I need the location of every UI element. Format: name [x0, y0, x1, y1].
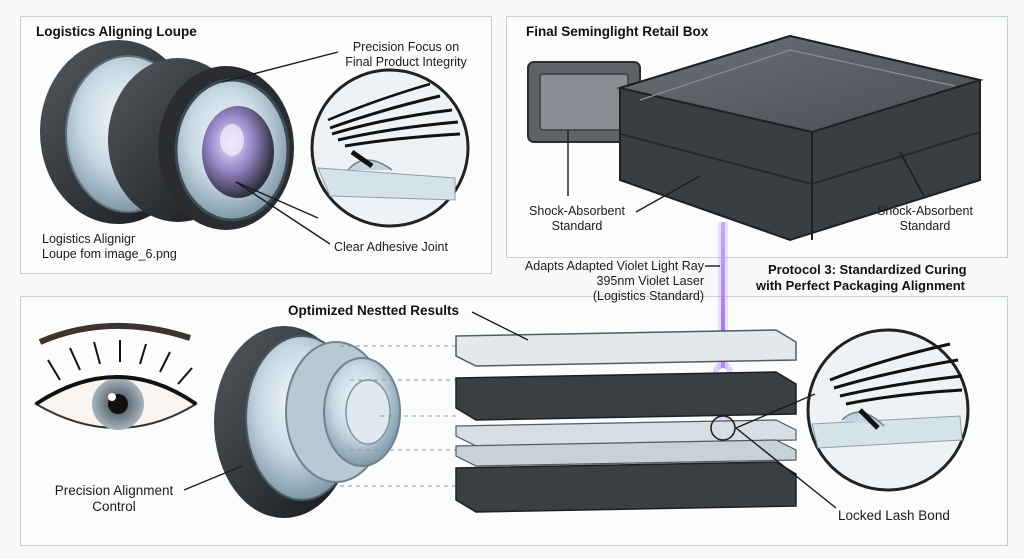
- label-shock-left-line1: Shock-Absorbent: [529, 204, 625, 218]
- label-precision-alignment-line1: Precision Alignment: [54, 483, 174, 498]
- lash-closeup-bottom-icon: [806, 328, 970, 492]
- label-source-line2: Loupe fom image_6.png: [42, 247, 177, 261]
- label-clear-adhesive-joint: Clear Adhesive Joint: [334, 240, 448, 254]
- protocol-title-line2: with Perfect Packaging Alignment: [756, 278, 966, 293]
- label-locked-lash-bond: Locked Lash Bond: [838, 508, 950, 523]
- leader-lines-bottom: [183, 311, 837, 509]
- alignment-guides: [340, 345, 456, 487]
- eye-icon: [34, 322, 198, 430]
- stacked-layers-icon: [455, 329, 797, 513]
- lash-closeup-icon: [310, 68, 470, 228]
- label-precision-focus-line1: Precision Focus on: [352, 40, 460, 54]
- label-precision-focus-line2: Final Product Integrity: [345, 55, 467, 69]
- label-precision-alignment-line2: Control: [92, 499, 136, 514]
- label-shock-right-line2: Standard: [899, 219, 951, 233]
- label-source-line1: Logistics Alignigг: [42, 232, 136, 246]
- leader-lines-top-right: [567, 130, 925, 213]
- title-logistics-loupe: Logistics Aligning Loupe: [36, 24, 197, 39]
- title-retail-box: Final Seminglight Retail Box: [526, 24, 709, 39]
- label-laser-line3: (Logistics Standard): [592, 289, 704, 303]
- label-shock-left-line2: Standard: [551, 219, 603, 233]
- label-laser-line2: 395nm Violet Laser: [596, 274, 704, 288]
- retail-box-icon: [527, 34, 984, 242]
- protocol-title-line1: Protocol 3: Standardized Curing: [768, 262, 967, 277]
- bottom-loupe-lens-icon: [214, 326, 401, 518]
- label-shock-right-line1: Shock-Absorbent: [877, 204, 973, 218]
- loupe-lens-icon: [40, 40, 294, 230]
- label-laser-line1: Adapts Adapted Violet Light Ray: [524, 259, 704, 273]
- title-optimized-nested-results: Optimized Nestted Results: [288, 303, 460, 318]
- leader-lines-top-left: [221, 51, 339, 245]
